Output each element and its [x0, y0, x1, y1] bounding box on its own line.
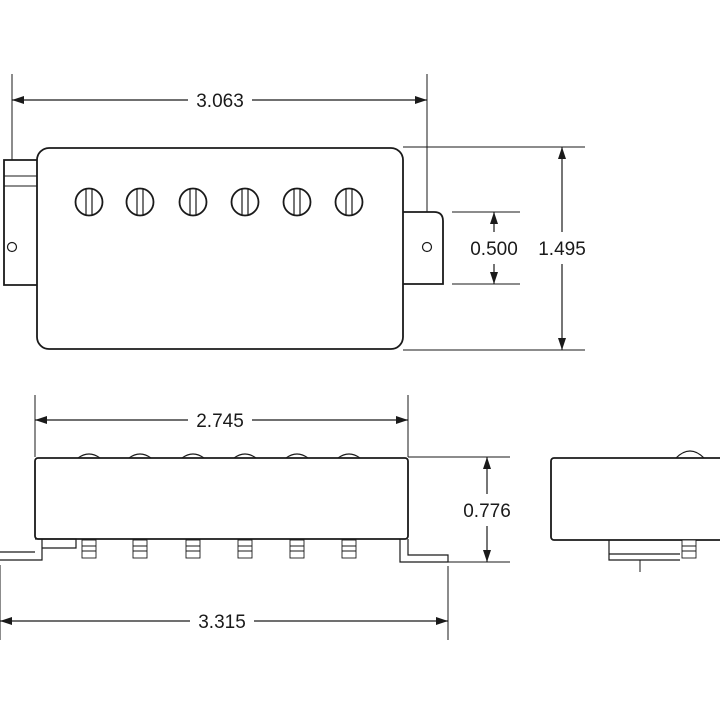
right-mount-hole: [421, 241, 433, 253]
left-mount-hole: [6, 241, 18, 253]
pole-piece: [125, 187, 155, 217]
dim-tab-spacing-label: 0.500: [470, 239, 518, 260]
pole-pieces-top: [74, 187, 364, 217]
pole-piece: [282, 187, 312, 217]
dim-top-width-label: 3.063: [196, 91, 244, 112]
adjustment-screw: [289, 539, 305, 559]
pickup-cover-side: [34, 457, 409, 540]
end-view-baseplate: [608, 540, 680, 561]
dim-side-width: 2.745: [35, 411, 408, 432]
dim-side-height: 0.776: [463, 457, 511, 562]
dim-side-width-label: 2.745: [196, 411, 244, 432]
dim-top-height-label: 1.495: [538, 239, 586, 260]
adjustment-screw: [681, 539, 697, 559]
pole-piece: [74, 187, 104, 217]
top-view: 3.063 0.500 1.495: [3, 74, 586, 351]
pole-piece: [334, 187, 364, 217]
pole-piece: [178, 187, 208, 217]
adjustment-screw: [185, 539, 201, 559]
adjustment-screw: [237, 539, 253, 559]
dim-top-width: 3.063: [12, 91, 427, 112]
pickup-cover-end: [550, 457, 720, 541]
adjustment-screw: [81, 539, 97, 559]
left-mount-tab: [3, 159, 38, 286]
end-view-pole-top: [675, 450, 705, 459]
pole-tops-side: [77, 453, 361, 459]
end-view: [550, 450, 720, 572]
pickup-cover-top: [36, 147, 404, 350]
dim-overall-length: 3.315: [0, 612, 448, 633]
dim-top-height: 1.495: [538, 147, 586, 350]
adjustment-screw: [341, 539, 357, 559]
pole-piece: [230, 187, 260, 217]
left-baseplate-foot: [0, 538, 77, 561]
adjustment-screws: [81, 539, 357, 559]
side-view: 2.745 0.776 3.315: [0, 395, 511, 640]
dim-overall-length-label: 3.315: [198, 612, 246, 633]
dim-tab-spacing: 0.500: [470, 212, 518, 284]
adjustment-screw: [132, 539, 148, 559]
dim-side-height-label: 0.776: [463, 501, 511, 522]
right-baseplate-foot: [399, 539, 449, 563]
